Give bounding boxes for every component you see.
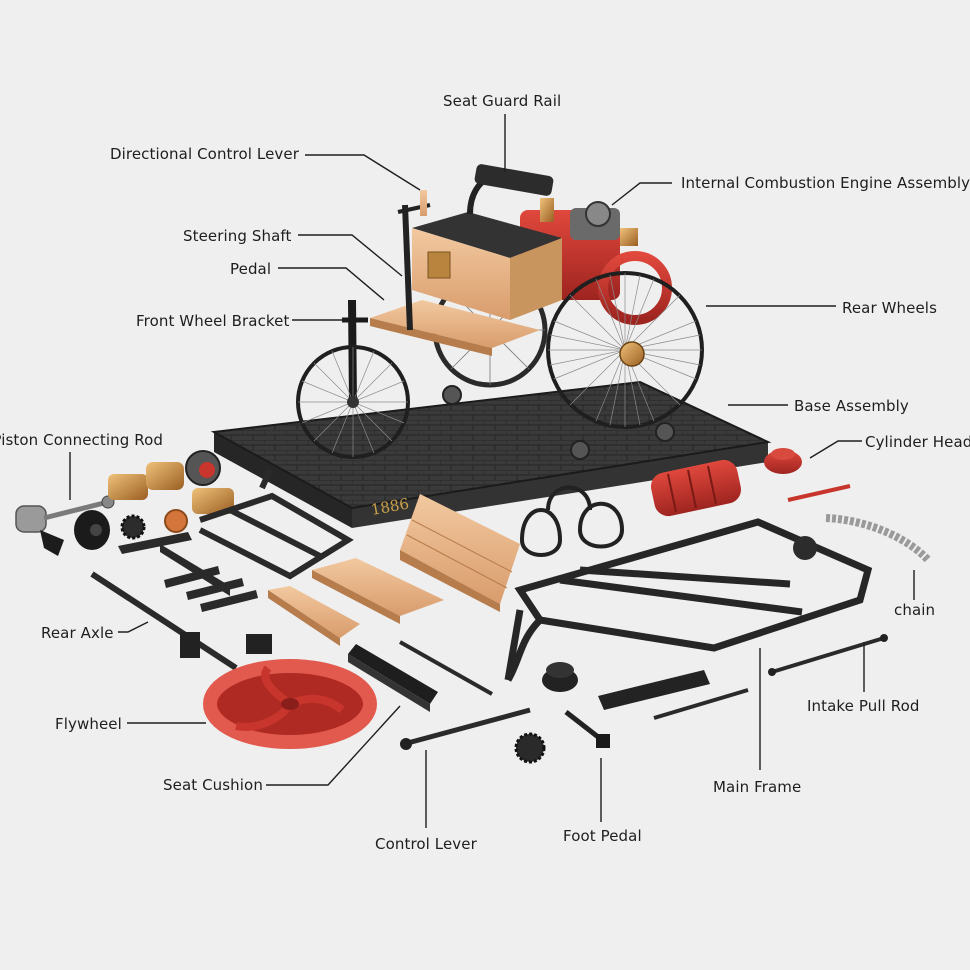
label-rear-axle: Rear Axle: [41, 624, 114, 642]
wood-panels: [268, 558, 444, 646]
label-flywheel: Flywheel: [55, 715, 122, 733]
label-rear-wheels: Rear Wheels: [842, 299, 937, 317]
seat-cushion-part: [348, 644, 438, 712]
label-chain: chain: [894, 601, 936, 619]
flywheel-part: [203, 659, 377, 749]
intake-pull-rod-part: [771, 636, 885, 674]
leader-lines: [69, 114, 915, 828]
label-base-assembly: Base Assembly: [794, 397, 909, 415]
assembled-car: [296, 164, 704, 459]
label-seat-guard-rail: Seat Guard Rail: [443, 92, 562, 110]
label-cylinder-head: Cylinder Head: [865, 433, 970, 451]
red-rod-part: [787, 484, 851, 502]
wooden-bench: [400, 494, 520, 612]
label-piston-connecting-rod: Piston Connecting Rod: [0, 431, 163, 449]
label-front-wheel-bracket: Front Wheel Bracket: [136, 312, 290, 330]
label-intake-pull-rod: Intake Pull Rod: [807, 697, 920, 715]
seat-box-on-car: [412, 212, 562, 320]
chain-part: [825, 514, 931, 563]
front-wheel: [296, 345, 410, 459]
base-assembly: 1886: [210, 380, 772, 528]
rear-wheel-outer: [546, 271, 704, 429]
label-seat-cushion: Seat Cushion: [163, 776, 263, 794]
label-internal-combustion-engine-assembly: Internal Combustion Engine Assembly: [681, 174, 970, 192]
label-control-lever: Control Lever: [375, 835, 477, 853]
rail-set: [118, 532, 258, 612]
control-lever-part: [403, 707, 531, 747]
label-steering-shaft: Steering Shaft: [183, 227, 292, 245]
label-pedal: Pedal: [230, 260, 272, 278]
red-cylinder-part: [650, 459, 742, 517]
piston-connecting-rod-part: [15, 495, 115, 556]
cylinder-head-part: [764, 448, 802, 474]
main-frame-part: [504, 518, 873, 682]
seat-bracket: [198, 468, 354, 580]
springs: [520, 485, 625, 557]
label-foot-pedal: Foot Pedal: [563, 827, 642, 845]
label-directional-control-lever: Directional Control Lever: [110, 145, 299, 163]
label-main-frame: Main Frame: [713, 778, 802, 796]
rear-axle-part: [90, 571, 238, 671]
